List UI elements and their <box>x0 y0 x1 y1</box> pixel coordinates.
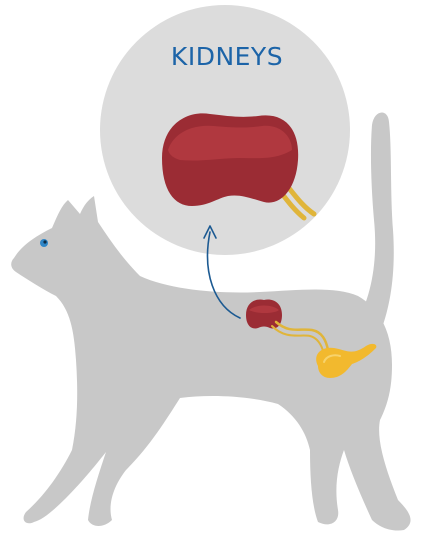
cat-eye <box>40 239 48 247</box>
kidney-icon-small <box>246 300 282 329</box>
diagram-title: KIDNEYS <box>132 44 322 69</box>
